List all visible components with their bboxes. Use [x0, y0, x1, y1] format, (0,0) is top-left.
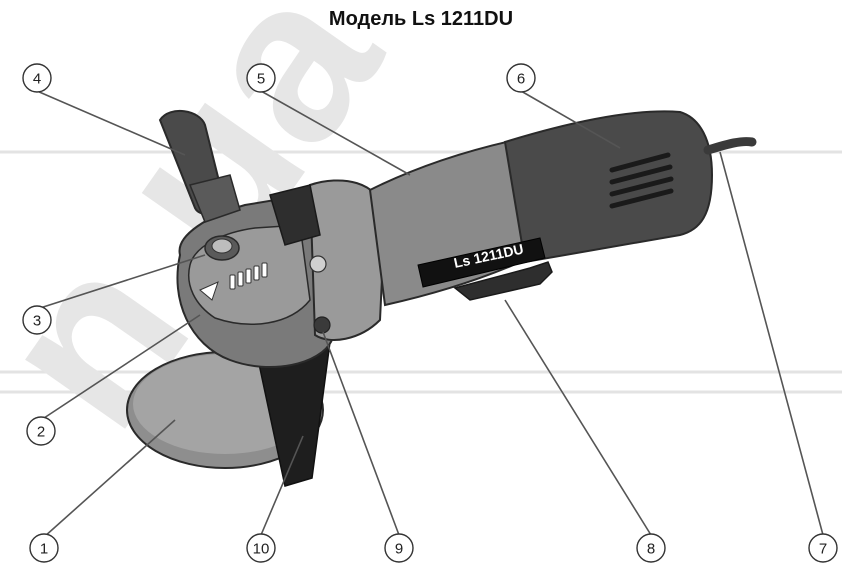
callout-label: 2 — [37, 424, 45, 441]
callout-label: 3 — [33, 313, 41, 330]
callout-6: 6 — [506, 63, 536, 93]
callout-label: 7 — [819, 541, 827, 558]
callout-label: 1 — [40, 541, 48, 558]
callout-label: 4 — [33, 71, 41, 88]
callout-4: 4 — [22, 63, 52, 93]
callout-7: 7 — [808, 533, 838, 563]
callout-10: 10 — [246, 533, 276, 563]
model-badge — [417, 237, 546, 288]
handle-socket — [313, 316, 331, 334]
callout-2: 2 — [26, 416, 56, 446]
callout-label: 9 — [395, 541, 403, 558]
callout-label: 10 — [253, 541, 270, 558]
callout-5: 5 — [246, 63, 276, 93]
power-switch — [453, 261, 553, 301]
callout-label: 6 — [517, 71, 525, 88]
grinder-illustration: Ls 1211DU — [126, 109, 757, 487]
head-vents — [229, 262, 268, 290]
figure-title: Модель Ls 1211DU — [328, 8, 514, 30]
callout-3: 3 — [22, 305, 52, 335]
leader-lines — [36, 90, 824, 538]
callout-8: 8 — [636, 533, 666, 563]
callout-9: 9 — [384, 533, 414, 563]
rear-vents — [609, 152, 674, 209]
rotation-arrow-icon — [199, 281, 219, 301]
callout-label: 5 — [257, 71, 265, 88]
power-cord — [703, 137, 757, 155]
callout-label: 8 — [647, 541, 655, 558]
callout-1: 1 — [29, 533, 59, 563]
